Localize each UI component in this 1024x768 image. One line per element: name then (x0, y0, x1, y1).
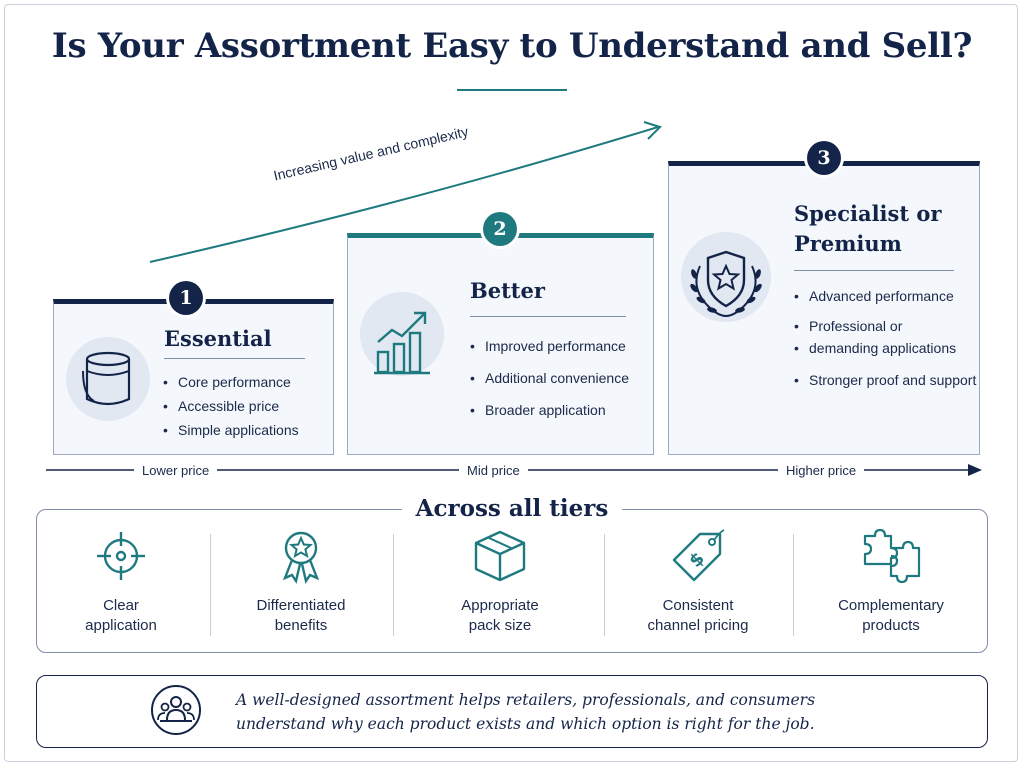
tier-bullet: Additional convenience (470, 362, 629, 394)
tier-bullets-1: Core performance Accessible price Simple… (163, 370, 299, 442)
tier-badge-3: 3 (807, 141, 841, 175)
tier-bullet: Accessible price (163, 394, 299, 418)
tier-bullet: Advanced performance (794, 285, 976, 307)
summary-line: understand why each product exists and w… (236, 715, 815, 733)
title-underline (457, 89, 567, 91)
summary-box (36, 675, 988, 748)
page-frame (4, 4, 1018, 762)
bar-chart-growth-icon (374, 311, 430, 375)
page-title: Is Your Assortment Easy to Understand an… (51, 26, 973, 66)
tier-name-premium: Specialist or Premium (794, 199, 941, 259)
tier-bullet: Broader application (470, 394, 629, 426)
summary-line: A well-designed assortment helps retaile… (236, 691, 816, 709)
people-group-icon (151, 685, 201, 735)
tier-bullets-3: Advanced performance Professional or dem… (794, 285, 976, 391)
tier-icon-bg-2 (360, 292, 444, 376)
feature-divider (210, 534, 211, 636)
tier-bullet-continuation: demanding applications (794, 337, 976, 359)
price-mid-label: Mid price (459, 463, 528, 478)
tier-bullet: Stronger proof and support (794, 369, 976, 391)
tier-bullet: Professional or (794, 315, 976, 337)
tier-name-line: Specialist or (794, 201, 942, 226)
summary-text: A well-designed assortment helps retaile… (236, 688, 956, 736)
trend-arrowhead (643, 121, 662, 140)
target-icon (97, 532, 145, 580)
paint-can-icon (82, 351, 131, 406)
tier-bullet: Simple applications (163, 418, 299, 442)
price-low-label: Lower price (134, 463, 218, 478)
award-ribbon-icon (282, 531, 320, 584)
feature-divider (793, 534, 794, 636)
price-high-label: Higher price (778, 463, 865, 478)
shield-star-laurel-icon (690, 250, 762, 318)
puzzle-icon (863, 528, 921, 584)
tier-icon-bg-1 (66, 337, 150, 421)
tier-rule-2 (470, 316, 626, 317)
price-axis-arrowhead (968, 464, 982, 476)
box-icon (474, 530, 526, 582)
feature-divider (393, 534, 394, 636)
tier-badge-1: 1 (169, 281, 203, 315)
across-tiers-title: Across all tiers (0, 495, 1024, 522)
tier-badge-2: 2 (483, 212, 517, 246)
tier-rule-1 (164, 358, 305, 359)
feature-divider (604, 534, 605, 636)
tier-name-essential: Essential (164, 326, 272, 351)
tier-bullets-2: Improved performance Additional convenie… (470, 330, 629, 426)
tier-bullet: Core performance (163, 370, 299, 394)
tier-name-better: Better (470, 278, 545, 303)
tier-bullet: Improved performance (470, 330, 629, 362)
price-tag-icon: $ (672, 529, 725, 582)
tier-rule-3 (794, 270, 954, 271)
trend-arrow (149, 126, 659, 263)
tier-name-line: Premium (794, 231, 902, 256)
